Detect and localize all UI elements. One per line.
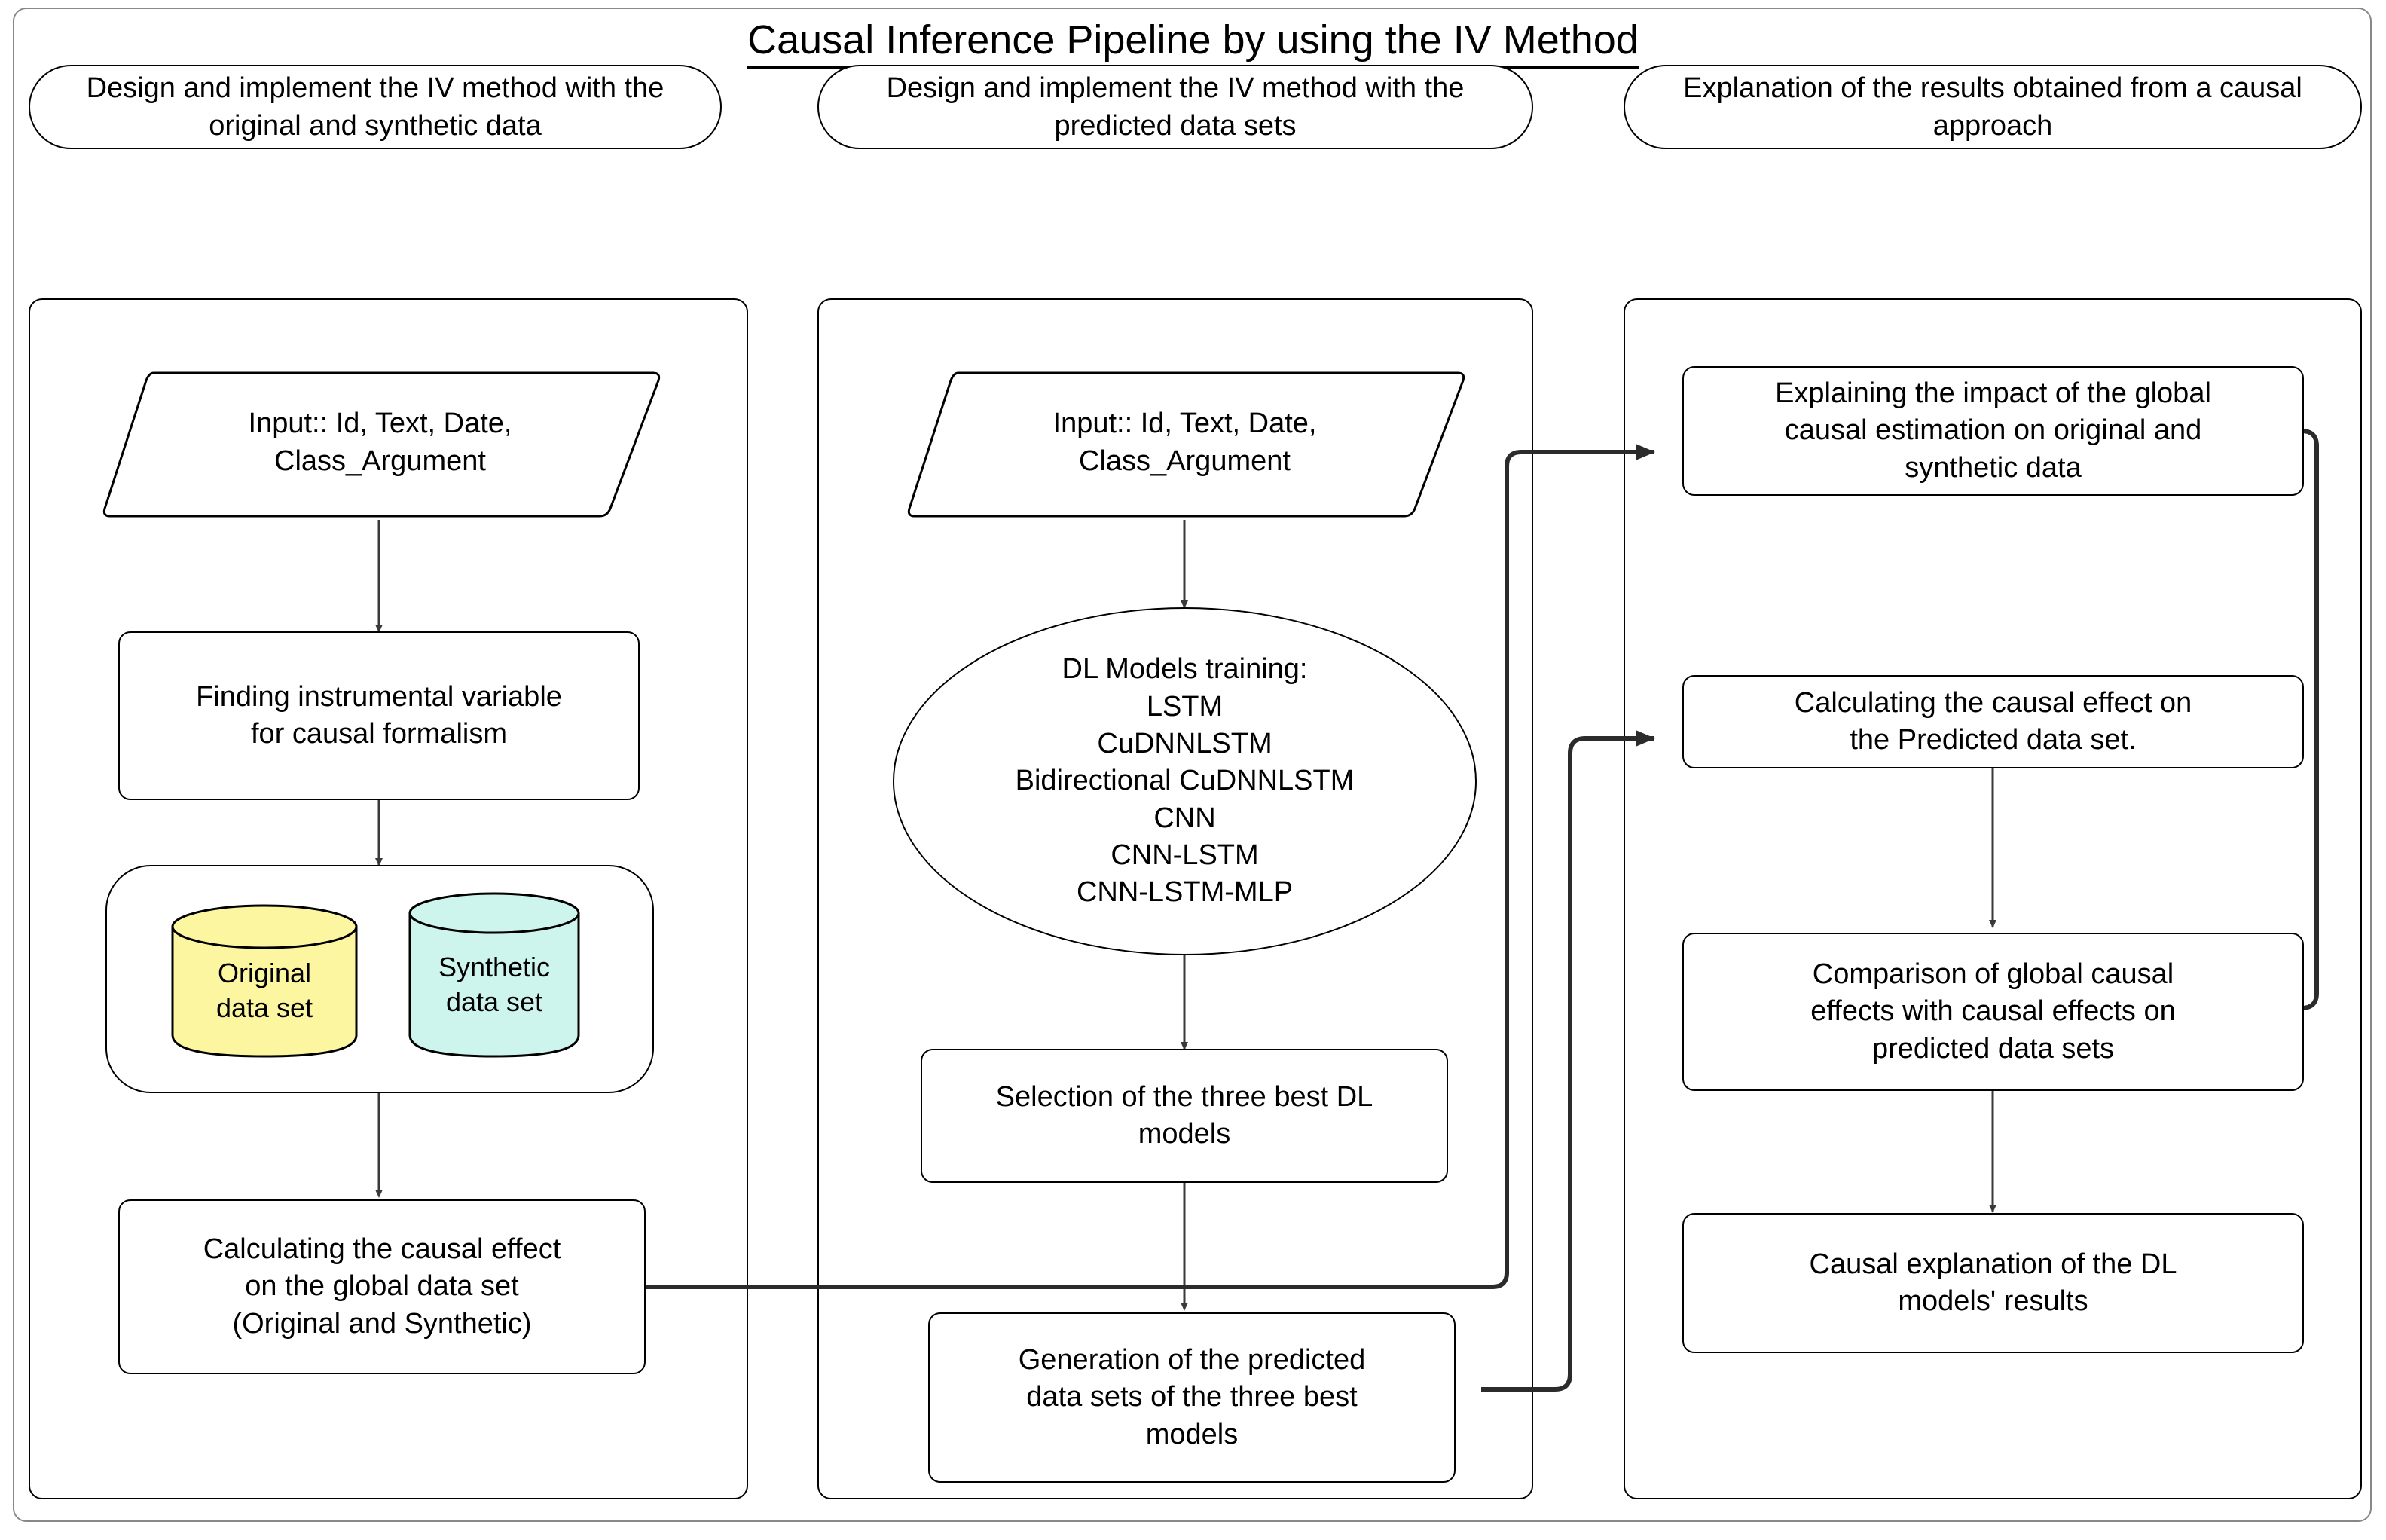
page-title-text: Causal Inference Pipeline by using the I… xyxy=(747,17,1639,69)
node-dl-models-training[interactable]: DL Models training: LSTM CuDNNLSTM Bidir… xyxy=(893,607,1477,955)
node-causal-explanation-dl-results[interactable]: Causal explanation of the DL models' res… xyxy=(1682,1213,2304,1353)
node-selection-three-best-dl-models[interactable]: Selection of the three best DL models xyxy=(921,1049,1448,1183)
parallelogram-shape-2 xyxy=(907,371,1465,518)
datastore-original-dataset-label: Original data set xyxy=(215,957,313,1023)
node-explaining-global-causal-impact[interactable]: Explaining the impact of the global caus… xyxy=(1682,366,2304,496)
node-input-1[interactable]: Input:: Id, Text, Date, Class_Argument xyxy=(99,365,661,520)
node-calculating-global-causal-effect[interactable]: Calculating the causal effect on the glo… xyxy=(118,1199,646,1374)
datastore-synthetic-dataset[interactable]: Synthetic data set xyxy=(407,891,582,1059)
node-input-1-label: Input:: Id, Text, Date, Class_Argument xyxy=(248,408,512,477)
cylinder-shape-original xyxy=(171,904,358,1058)
datastore-original-dataset[interactable]: Original data set xyxy=(170,903,359,1059)
lane-header-explanation: Explanation of the results obtained from… xyxy=(1624,65,2362,149)
node-input-2-label: Input:: Id, Text, Date, Class_Argument xyxy=(1052,408,1317,477)
node-finding-instrumental-variable[interactable]: Finding instrumental variable for causal… xyxy=(118,631,640,800)
lane-header-original-synthetic: Design and implement the IV method with … xyxy=(29,65,722,149)
datastore-synthetic-dataset-label: Synthetic data set xyxy=(438,951,551,1017)
lane-header-predicted: Design and implement the IV method with … xyxy=(817,65,1533,149)
node-calculating-causal-effect-predicted[interactable]: Calculating the causal effect on the Pre… xyxy=(1682,675,2304,768)
node-generation-predicted-data-sets[interactable]: Generation of the predicted data sets of… xyxy=(928,1312,1456,1483)
node-input-2[interactable]: Input:: Id, Text, Date, Class_Argument xyxy=(904,365,1465,520)
cylinder-shape-synthetic xyxy=(408,892,580,1058)
page-border xyxy=(13,8,2372,1522)
parallelogram-shape xyxy=(102,371,661,518)
page-title: Causal Inference Pipeline by using the I… xyxy=(0,17,2386,69)
node-datasets-group xyxy=(105,865,654,1093)
node-comparison-global-vs-predicted[interactable]: Comparison of global causal effects with… xyxy=(1682,933,2304,1091)
